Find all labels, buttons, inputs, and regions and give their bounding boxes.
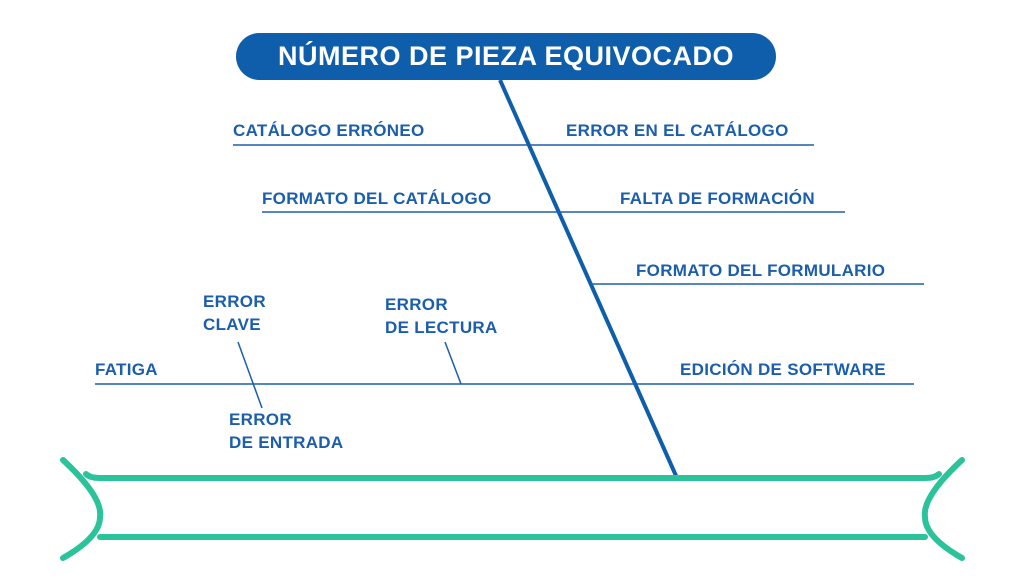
label-catalogo-erroneo: CATÁLOGO ERRÓNEO xyxy=(233,121,425,140)
diagram-title: NÚMERO DE PIEZA EQUIVOCADO xyxy=(277,41,735,71)
label-fatiga: FATIGA xyxy=(95,360,158,379)
sub-branch-error-lectura xyxy=(444,341,462,385)
sub-branch-error-clave xyxy=(237,341,263,409)
main-spine xyxy=(498,79,679,479)
title-banner: NÚMERO DE PIEZA EQUIVOCADO xyxy=(236,33,776,80)
label-falta-formacion: FALTA DE FORMACIÓN xyxy=(620,189,815,208)
label-error-lectura-line2: DE LECTURA xyxy=(385,318,498,337)
label-error-lectura-line1: ERROR xyxy=(385,295,448,314)
label-error-clave-line2: CLAVE xyxy=(203,315,261,334)
label-error-entrada-line2: DE ENTRADA xyxy=(229,433,344,452)
bone-shape xyxy=(60,457,965,561)
label-error-entrada-line1: ERROR xyxy=(229,410,292,429)
label-formato-catalogo: FORMATO DEL CATÁLOGO xyxy=(262,189,492,208)
label-error-catalogo: ERROR EN EL CATÁLOGO xyxy=(566,121,789,140)
label-formato-formulario: FORMATO DEL FORMULARIO xyxy=(636,261,886,280)
label-edicion-software: EDICIÓN DE SOFTWARE xyxy=(680,360,886,379)
label-error-clave-line1: ERROR xyxy=(203,292,266,311)
